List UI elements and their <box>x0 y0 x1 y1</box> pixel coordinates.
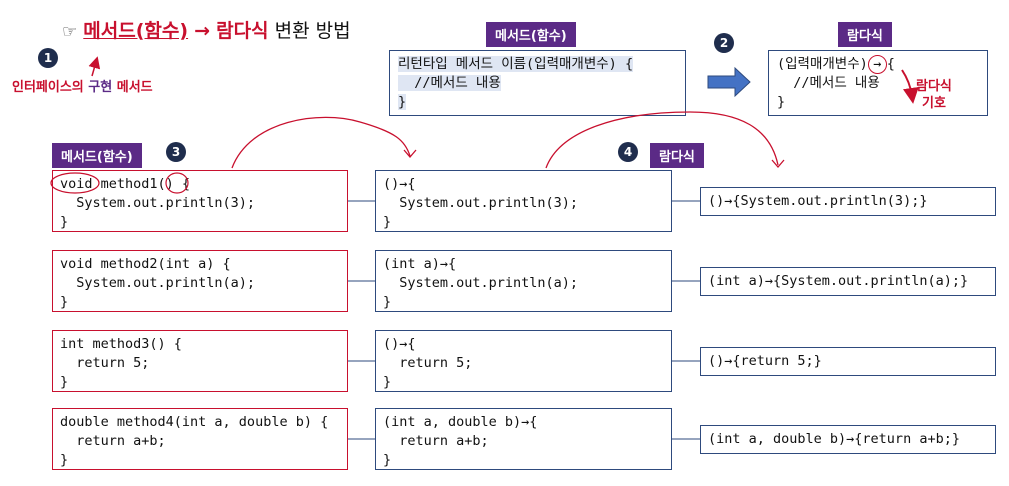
lambda-symbol-label: 람다식 기호 <box>916 79 952 111</box>
lambda-box-3: ()→{ return 5; } <box>375 330 672 392</box>
lambda-box-4: (int a, double b)→{ return a+b; } <box>375 408 672 470</box>
method-box-3: int method3() { return 5; } <box>52 330 348 392</box>
lambda-arrow-symbol: → <box>867 55 887 74</box>
note-pointer-arrow <box>88 56 101 77</box>
step-marker-1: 1 <box>38 48 58 68</box>
title-rest: 변환 방법 <box>274 20 351 42</box>
lambda-box-2: (int a)→{ System.out.println(a); } <box>375 250 672 312</box>
method-box-2: void method2(int a) { System.out.println… <box>52 250 348 312</box>
top-method-tag: 메서드(함수) <box>486 22 576 47</box>
method-box-4: double method4(int a, double b) { return… <box>52 408 348 470</box>
title-arrow: → <box>194 20 211 42</box>
note-interface-method: 인터페이스의 구현 메서드 <box>12 80 153 95</box>
title-method: 메서드(함수) <box>83 20 189 42</box>
step-marker-2: 2 <box>714 33 734 53</box>
top-method-box: 리턴타입 메서드 이름(입력매개변수) { //메서드 내용 } <box>389 50 686 116</box>
top-lambda-box: (입력매개변수)→{ //메서드 내용 } <box>768 50 988 116</box>
lambda-box-1: ()→{ System.out.println(3); } <box>375 170 672 232</box>
compact-lambda-box-4: (int a, double b)→{return a+b;} <box>700 425 996 454</box>
step-marker-3: 3 <box>166 142 186 162</box>
section-method-tag: 메서드(함수) <box>52 143 142 168</box>
step-marker-4: 4 <box>618 142 638 162</box>
transform-arrow <box>707 66 751 98</box>
compact-lambda-box-3: ()→{return 5;} <box>700 347 996 376</box>
top-lambda-tag: 람다식 <box>838 22 892 47</box>
curve-method-to-lambda <box>231 116 411 169</box>
pointer-icon: ☞ <box>62 22 78 42</box>
method-box-1: void method1() { System.out.println(3); … <box>52 170 348 232</box>
title-lambda: 람다식 <box>216 20 269 42</box>
compact-lambda-box-1: ()→{System.out.println(3);} <box>700 187 996 216</box>
section-lambda-tag: 람다식 <box>650 143 704 168</box>
page-title: ☞ 메서드(함수) → 람다식 변환 방법 <box>62 16 351 43</box>
compact-lambda-box-2: (int a)→{System.out.println(a);} <box>700 267 996 296</box>
